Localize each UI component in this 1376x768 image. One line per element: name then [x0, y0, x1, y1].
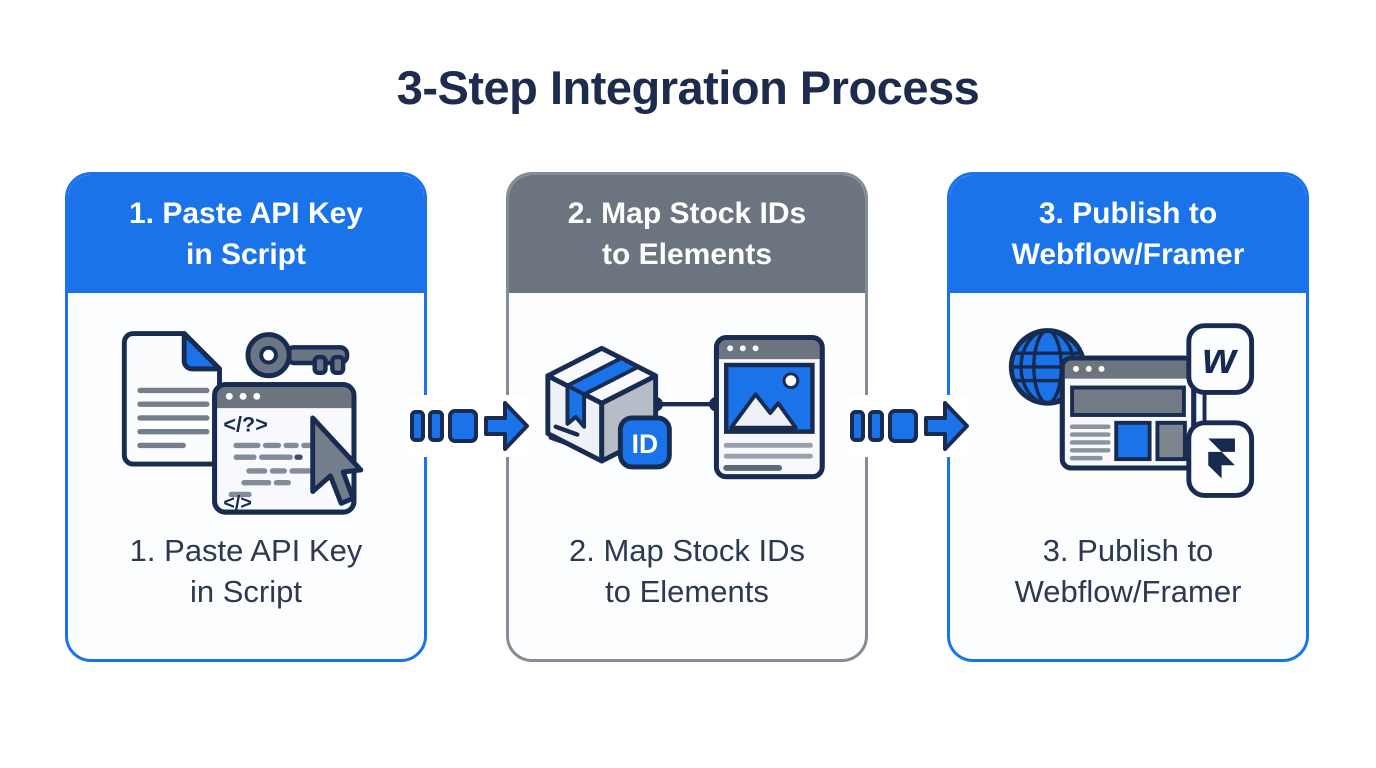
- step-card-3: 3. Publish to Webflow/Framer: [947, 172, 1309, 662]
- step-card-2: 2. Map Stock IDs to Elements: [506, 172, 868, 662]
- page-title: 3-Step Integration Process: [396, 61, 980, 114]
- window-dots: [1073, 366, 1105, 373]
- document-icon: [121, 331, 222, 467]
- script-api-key-icon: </?> </>: [121, 331, 364, 515]
- arrow-right-icon: [850, 401, 969, 451]
- cursor-icon: [310, 415, 364, 506]
- webflow-badge: w: [1186, 323, 1255, 396]
- webflow-logo-icon: w: [1202, 335, 1238, 383]
- flow-arrow-1: [408, 395, 530, 457]
- steps-row: 1. Paste API Key in Script: [65, 172, 1309, 662]
- step-3-header: 3. Publish to Webflow/Framer: [950, 175, 1306, 293]
- step-2-caption: 2. Map Stock IDs to Elements: [568, 532, 806, 610]
- framer-logo-icon: [1208, 438, 1235, 480]
- step-card-1: 1. Paste API Key in Script: [65, 172, 427, 662]
- window-dots: [727, 345, 759, 352]
- blue-content-block: [1114, 421, 1152, 462]
- site-text-lines: [1069, 425, 1111, 461]
- step-3-icon-area: w: [950, 293, 1306, 530]
- framer-badge: [1186, 420, 1255, 499]
- step-3-caption: 3. Publish to Webflow/Framer: [1014, 532, 1242, 610]
- document-text-lines: [137, 387, 210, 449]
- connector-line: [648, 397, 724, 413]
- element-text-lines: [723, 443, 813, 472]
- id-badge-label: ID: [632, 430, 658, 460]
- globe-webflow-framer-icon: w: [1008, 323, 1255, 499]
- arrow-right-icon: [410, 401, 529, 451]
- id-badge: ID: [617, 415, 672, 470]
- step-1-header: 1. Paste API Key in Script: [68, 175, 424, 293]
- step-1-icon-area: </?> </>: [68, 293, 424, 530]
- flow-arrow-2: [848, 395, 970, 457]
- step-1-caption: 1. Paste API Key in Script: [129, 532, 363, 610]
- window-dots: [225, 392, 261, 400]
- element-browser-icon: [713, 335, 825, 480]
- step-2-header: 2. Map Stock IDs to Elements: [509, 175, 865, 293]
- image-placeholder-icon: [723, 363, 815, 435]
- motion-lines: [548, 425, 580, 447]
- api-key-icon: [245, 332, 350, 379]
- step-2-icon-area: ID: [509, 293, 865, 530]
- published-site-browser-icon: [1059, 356, 1197, 471]
- gray-content-block: [1155, 421, 1187, 462]
- package-id-to-element-icon: ID: [545, 335, 825, 480]
- hero-block: [1070, 386, 1186, 418]
- code-open-tag: </?>: [223, 412, 267, 437]
- code-close-tag: </>: [223, 492, 251, 514]
